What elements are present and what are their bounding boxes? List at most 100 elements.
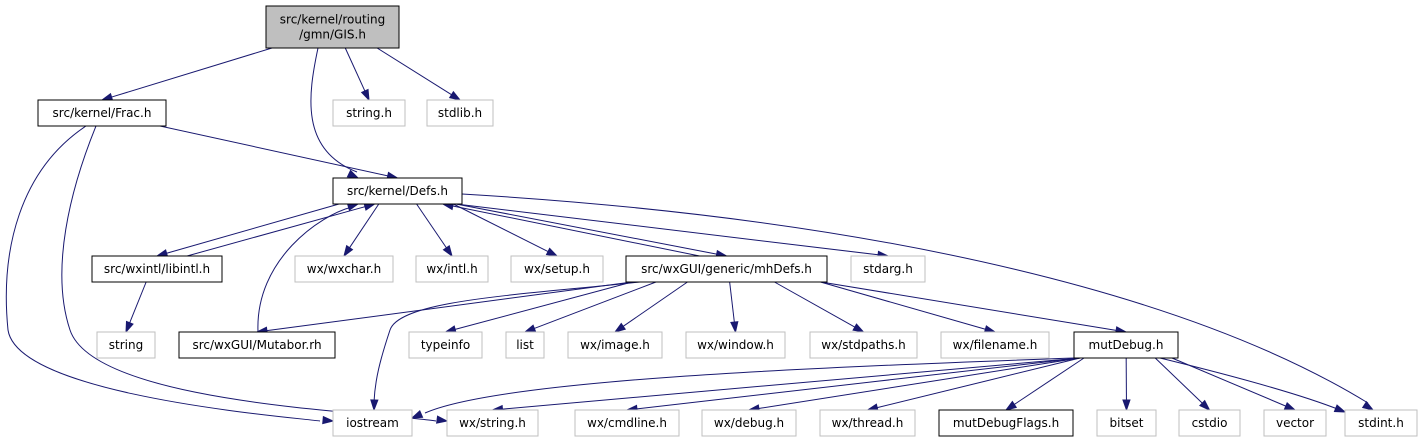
edge-line [455,281,633,330]
edge-mhdefs-to-stdpaths [774,281,865,333]
node-label: stdint.h [1358,416,1404,430]
node-window: wx/window.h [685,331,786,359]
edge-line [416,203,447,249]
arrowhead-icon [322,415,335,425]
node-box [685,331,786,359]
node-box [332,177,463,205]
edge-line [344,47,366,92]
node-label: bitset [1110,416,1144,430]
node-filename: wx/filename.h [940,331,1050,359]
node-label: wx/debug.h [714,416,784,430]
node-frac[interactable]: src/kernel/Frac.h [37,99,167,127]
edge-line [455,203,717,255]
node-box [178,331,336,359]
node-label: src/kernel/Frac.h [53,106,152,120]
edge-mutdebug-to-thread [866,357,1081,412]
node-label: mutDebug.h [1089,338,1164,352]
node-stdpaths: wx/stdpaths.h [809,331,918,359]
edge-line [111,47,273,98]
node-stdarg: stdarg.h [850,255,926,283]
edge-line [376,47,452,96]
edge-defs-to-setup [453,203,559,257]
arrowhead-icon [436,415,449,424]
node-box [1096,409,1157,437]
node-label: wx/thread.h [832,416,904,430]
node-box [1178,409,1241,437]
edge-mhdefs-to-iostream [370,281,641,412]
edge-line [461,193,1369,404]
node-string_h: string.h [332,99,406,127]
node-box [91,255,223,283]
node-box [294,255,394,283]
edge-line [186,206,366,257]
edge-mutdebug-to-cstdio [1154,357,1211,412]
node-mutdebug[interactable]: mutDebug.h [1073,331,1179,359]
node-libintl[interactable]: src/wxintl/libintl.h [91,255,223,283]
edge-gis-to-string_h [344,47,370,102]
edge-frac-to-iostream [5,125,335,425]
arrowhead-icon [1361,400,1375,411]
edge-defs-to-intl [416,203,453,258]
arrowhead-icon [523,324,537,333]
node-label: wx/wxchar.h [307,262,381,276]
edge-mutdebug-to-bitset [1122,357,1131,412]
arrowhead-icon [613,322,627,333]
edge-gis-to-defs [310,47,360,179]
edge-defs-to-libintl [155,203,340,258]
edge-defs-to-wxchar [343,203,380,258]
edge-line [257,206,353,333]
arrowhead-icon [442,244,453,258]
edge-gis-to-frac [100,47,273,101]
edge-mhdefs-to-typeinfo [444,281,633,334]
node-mutabor[interactable]: src/wxGUI/Mutabor.rh [178,331,336,359]
node-label: iostream [346,416,399,430]
node-label: typeinfo [421,338,470,352]
node-stdint: stdint.h [1344,409,1418,437]
node-gis[interactable]: src/kernel/routing/gmn/GIS.h [265,5,400,49]
edge-line [452,205,700,257]
arrowhead-icon [1283,402,1297,411]
edge-line [534,281,657,329]
edge-line [636,357,1081,410]
node-intl: wx/intl.h [415,255,489,283]
edge-mhdefs-to-filename [820,281,997,334]
node-box [332,99,406,127]
edge-line [166,203,340,254]
node-box [446,409,539,437]
node-mutdebugflags[interactable]: mutDebugFlags.h [938,409,1074,437]
arrowhead-icon [410,409,424,419]
edge-mutdebug-to-debug [747,357,1081,413]
node-label: wx/image.h [580,338,650,352]
edge-line [820,281,1117,331]
node-mhdefs[interactable]: src/wxGUI/generic/mhDefs.h [625,255,828,283]
node-label: wx/string.h [459,416,526,430]
edge-mhdefs-to-window [729,281,739,334]
node-label: stdarg.h [863,262,913,276]
edge-line [129,281,147,323]
arrowhead-icon [730,321,739,334]
arrowhead-icon [343,244,354,258]
edge-line [159,125,388,177]
node-box [938,409,1074,437]
node-label: mutDebugFlags.h [953,416,1059,430]
node-image: wx/image.h [567,331,663,359]
node-string: string [96,331,156,359]
edge-libintl-to-string [125,281,147,334]
node-label: vector [1276,416,1314,430]
arrowhead-icon [370,399,379,412]
node-label: src/kernel/Defs.h [347,184,448,198]
arrowhead-icon [100,92,114,101]
node-defs[interactable]: src/kernel/Defs.h [332,177,463,205]
node-box [96,331,156,359]
edge-mhdefs-to-mutabor [255,281,633,335]
node-box [701,409,797,437]
arrowhead-icon [1333,404,1347,413]
node-box [819,409,916,437]
node-label: wx/filename.h [953,338,1038,352]
node-label: list [516,338,534,352]
edges-layer [5,47,1375,425]
node-box [1073,331,1179,359]
arrowhead-icon [852,323,865,333]
nodes-layer: src/kernel/routing/gmn/GIS.h src/kernel/F… [37,5,1418,437]
node-box [625,255,828,283]
